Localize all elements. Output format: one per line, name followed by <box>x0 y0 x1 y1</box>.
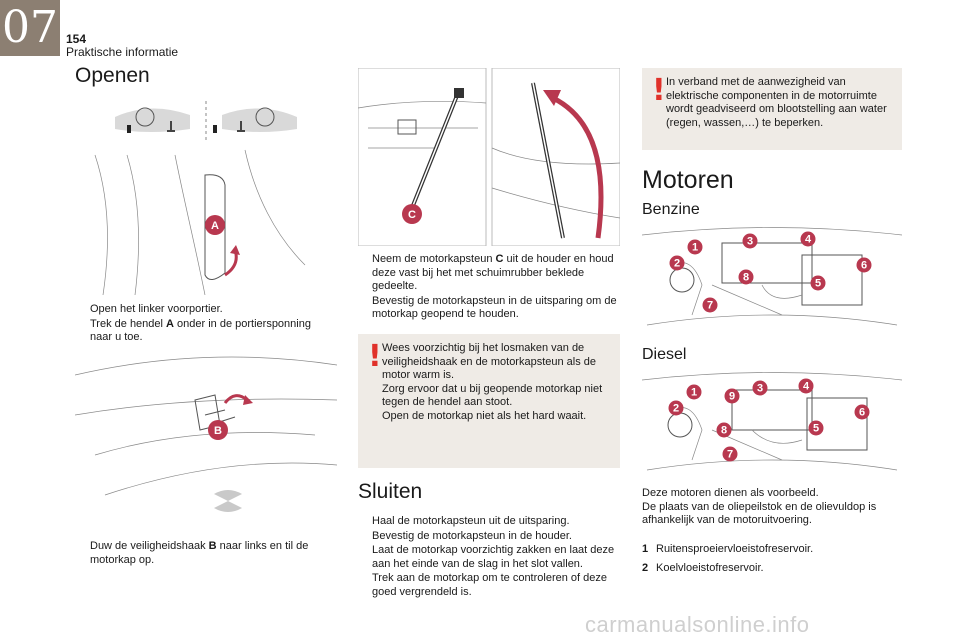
engine-callout-3 <box>752 380 768 396</box>
engine-callout-label-1: 1 <box>691 387 697 399</box>
callout-c <box>402 204 422 224</box>
petrol-engine-illustration: 12 3 4 5 6 7 8 <box>642 225 902 333</box>
engine-callout-label-5: 5 <box>815 278 821 290</box>
engine-callout-6 <box>854 404 870 420</box>
engine-callout-label-8: 8 <box>743 272 749 284</box>
heading-motoren: Motoren <box>642 166 734 194</box>
engine-callout-2 <box>669 255 685 271</box>
callout-b-label: B <box>214 425 222 437</box>
bullet-text: Duw de veiligheidshaak B naar links en t… <box>90 540 309 566</box>
engine-callout-label-4: 4 <box>805 234 812 246</box>
petrol-callouts: 12 3 4 5 6 7 8 <box>669 231 872 313</box>
bullet-item: Neem de motorkapsteun C uit de houder en… <box>358 253 620 294</box>
right-hand-drive-icon <box>213 107 297 133</box>
engine-callout-label-3: 3 <box>747 236 753 248</box>
bonnet-stay-illustration: C <box>358 68 620 246</box>
heading-sluiten: Sluiten <box>358 480 423 503</box>
bullet-item: Bevestig de motorkapsteun in de uitspari… <box>358 295 620 322</box>
footer-watermark: carmanualsonline.info <box>585 612 810 637</box>
safety-catch-illustration: B <box>75 355 337 500</box>
heading-diesel: Diesel <box>642 346 687 363</box>
engine-callout-label-8: 8 <box>721 425 727 437</box>
engine-callout-label-5: 5 <box>813 423 819 435</box>
heading-openen: Openen <box>75 64 150 87</box>
engine-callout-6 <box>856 257 872 273</box>
bullets-openen-1: Open het linker voorportier. Trek de hend… <box>76 303 331 346</box>
bullets-openen-2: Duw de veiligheidshaak B naar links en t… <box>76 540 331 568</box>
bullet-text: Laat de motorkap voorzichtig zakken en l… <box>372 544 615 570</box>
engine-callout-7 <box>722 446 738 462</box>
engine-callout-7 <box>702 297 718 313</box>
bullet-text: Open het linker voorportier. <box>90 303 223 315</box>
engine-callout-label-7: 7 <box>707 300 713 312</box>
engine-callout-label-2: 2 <box>673 403 679 415</box>
left-hand-drive-icon <box>115 107 190 133</box>
engine-callout-label-2: 2 <box>674 258 680 270</box>
legend-item: 1 Ruitensproeiervloeistofreservoir. <box>642 542 904 556</box>
bullet-item: Haal de motorkapsteun uit de uitsparing. <box>358 515 620 529</box>
warning-icon: ! <box>652 73 666 108</box>
car-interior-illustration: A <box>75 95 337 295</box>
engine-callout-5 <box>810 275 826 291</box>
engine-callout-2 <box>668 400 684 416</box>
bullets-sluiten: Haal de motorkapsteun uit de uitsparing.… <box>358 515 620 600</box>
legend-list: 1 Ruitensproeiervloeistofreservoir. 2 Koelv… <box>642 542 904 580</box>
engine-callout-label-6: 6 <box>859 407 865 419</box>
engine-callout-8 <box>716 422 732 438</box>
bullets-motorkapsteun: Neem de motorkapsteun C uit de houder en… <box>358 253 620 323</box>
engine-callout-label-4: 4 <box>803 381 810 393</box>
engine-callout-8 <box>738 269 754 285</box>
engine-callout-label-6: 6 <box>861 260 867 272</box>
bullet-item: Bevestig de motorkapsteun in de houder. <box>358 530 620 544</box>
engine-callout-4 <box>800 231 816 247</box>
engine-callout-4 <box>798 378 814 394</box>
callout-c-label: C <box>408 209 416 221</box>
heading-benzine: Benzine <box>642 201 700 218</box>
bullet-item: Laat de motorkap voorzichtig zakken en l… <box>358 544 620 571</box>
bullet-item: Duw de veiligheidshaak B naar links en t… <box>76 540 331 567</box>
warning-text: In verband met de aanwezigheid van elekt… <box>666 76 887 129</box>
engine-callout-label-3: 3 <box>757 383 763 395</box>
callout-b <box>208 420 228 440</box>
warning-icon: ! <box>368 339 382 374</box>
engine-callout-3 <box>742 233 758 249</box>
diesel-engine-illustration: 12 3 4 5 6 78 9 <box>642 370 902 478</box>
bullet-text: Bevestig de motorkapsteun in de houder. <box>372 529 572 542</box>
chapter-badge: 07 <box>0 0 60 56</box>
engine-callout-label-1: 1 <box>692 242 698 254</box>
legend-number: 1 <box>642 543 649 555</box>
legend-item: 2 Koelvloeistofreservoir. <box>642 561 904 575</box>
brand-logo <box>214 490 242 512</box>
warning-box-water: ! In verband met de aanwezigheid van ele… <box>642 68 902 150</box>
bullet-item: Trek de hendel A onder in de portierspon… <box>76 318 331 345</box>
bullet-text: Haal de motorkapsteun uit de uitsparing. <box>372 515 570 527</box>
engine-callout-9 <box>724 388 740 404</box>
bullet-text: Neem de motorkapsteun C uit de houder en… <box>372 253 614 292</box>
legend-text: Ruitensproeiervloeistofreservoir. <box>656 543 814 555</box>
engines-note: Deze motoren dienen als voorbeeld. De pl… <box>642 487 877 526</box>
callout-a-label: A <box>211 220 219 232</box>
bullet-text: Trek de hendel A onder in de portierspon… <box>90 317 311 344</box>
bullet-item: Open het linker voorportier. <box>76 303 331 317</box>
engine-callout-label-9: 9 <box>729 391 735 403</box>
callout-a <box>205 215 225 235</box>
diesel-callouts: 12 3 4 5 6 78 9 <box>668 378 870 462</box>
warning-box-hot-engine: ! Wees voorzichtig bij het losmaken van … <box>358 334 620 468</box>
bullet-item: Trek aan de motorkap om te controleren o… <box>358 572 620 599</box>
engine-callout-1 <box>687 239 703 255</box>
engine-callout-label-7: 7 <box>727 449 733 461</box>
engine-callout-5 <box>808 420 824 436</box>
warning-text: Wees voorzichtig bij het losmaken van de… <box>382 342 603 422</box>
legend-number: 2 <box>642 562 649 574</box>
engine-callout-1 <box>686 384 702 400</box>
page-number: 154 <box>66 32 87 46</box>
bullet-text: Bevestig de motorkapsteun in de uitspari… <box>372 294 617 321</box>
bullet-text: Trek aan de motorkap om te controleren o… <box>372 572 607 598</box>
legend-text: Koelvloeistofreservoir. <box>656 562 764 574</box>
section-title: Praktische informatie <box>66 45 179 59</box>
